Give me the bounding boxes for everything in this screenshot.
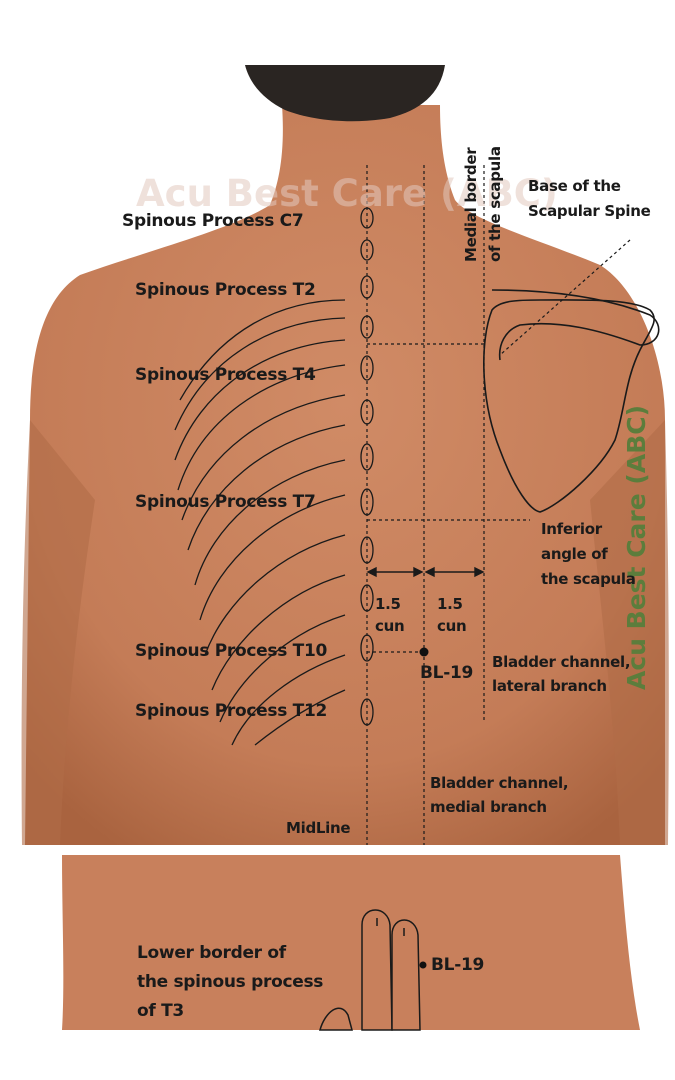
label-inferior-3: the scapula	[541, 570, 636, 588]
scapula	[483, 289, 660, 513]
label-midline: MidLine	[286, 819, 351, 837]
label-bl19-inset: BL-19	[431, 955, 485, 975]
label-lower-1: Lower border of	[137, 943, 286, 963]
arm-left	[21, 420, 95, 845]
finger-illustration	[319, 909, 421, 1031]
lower-back-inset	[62, 855, 640, 1030]
label-lower-3: of T3	[137, 1001, 184, 1021]
label-inferior-2: angle of	[541, 545, 608, 563]
cun-arrows	[366, 566, 485, 578]
label-c7: Spinous Process C7	[122, 211, 304, 231]
ribs	[174, 299, 346, 746]
label-t4: Spinous Process T4	[135, 365, 316, 385]
label-medial-border-1: Medial border	[462, 147, 480, 262]
label-bl19: BL-19	[420, 663, 474, 683]
label-cun-left-unit: cun	[375, 617, 405, 635]
label-lower-2: the spinous process	[137, 972, 324, 992]
label-t10: Spinous Process T10	[135, 641, 327, 661]
label-medial-1: Bladder channel,	[430, 774, 569, 792]
label-t12: Spinous Process T12	[135, 701, 327, 721]
label-t7: Spinous Process T7	[135, 492, 316, 512]
label-t2: Spinous Process T2	[135, 280, 316, 300]
label-medial-2: medial branch	[430, 798, 547, 816]
guide-lines	[366, 165, 631, 845]
label-base-spine-2: Scapular Spine	[528, 202, 651, 220]
watermark-vertical: Acu Best Care (ABC)	[622, 404, 651, 690]
label-base-spine-1: Base of the	[528, 177, 621, 195]
label-cun-right-num: 1.5	[437, 595, 463, 613]
arm-right	[590, 420, 669, 845]
label-cun-right-unit: cun	[437, 617, 467, 635]
hair	[245, 65, 445, 122]
bl19-point	[419, 647, 429, 657]
bl19-inset-point	[419, 961, 427, 969]
label-inferior-1: Inferior	[541, 520, 602, 538]
watermark-horizontal: Acu Best Care (ABC)	[136, 172, 558, 215]
label-medial-border-2: of the scapula	[486, 146, 504, 262]
label-lateral-2: lateral branch	[492, 677, 607, 695]
label-cun-left-num: 1.5	[375, 595, 401, 613]
label-lateral-1: Bladder channel,	[492, 653, 631, 671]
scapular-spine-pointer	[499, 239, 631, 356]
